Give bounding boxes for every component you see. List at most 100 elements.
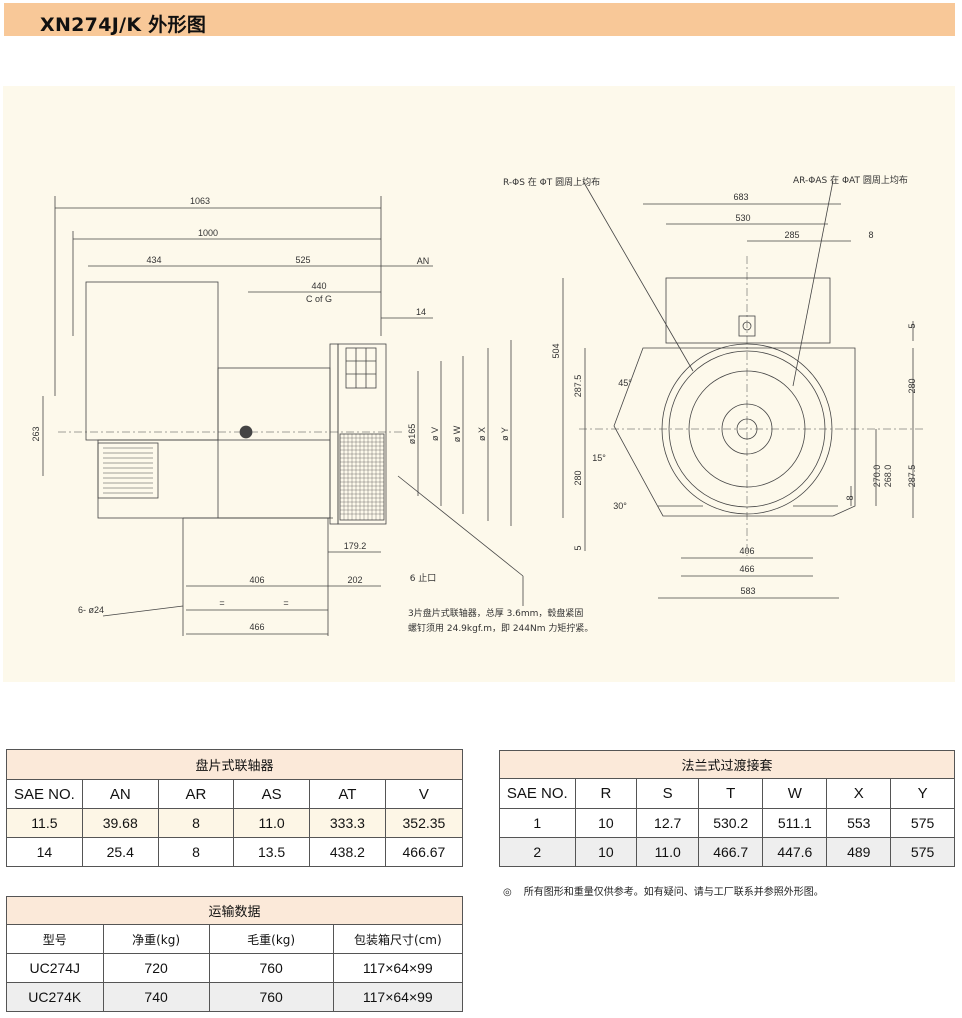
t2-cell: 489 bbox=[826, 837, 892, 867]
t3-header: 型号 bbox=[6, 924, 104, 954]
coupling-note-1: 3片盘片式联轴器，总厚 3.6mm，毂盘紧固 bbox=[408, 607, 583, 619]
dim-179: 179.2 bbox=[344, 541, 367, 551]
t2-cell: 1 bbox=[499, 808, 576, 838]
dim-cog: C of G bbox=[306, 294, 332, 304]
dim-8-top: 8 bbox=[868, 230, 873, 240]
t3-header: 包装箱尺寸(cm) bbox=[332, 924, 464, 954]
t2-cell: 2 bbox=[499, 837, 576, 867]
angle-45: 45° bbox=[618, 378, 632, 388]
dim-w: ø W bbox=[452, 425, 462, 442]
dim-406: 406 bbox=[249, 575, 264, 585]
dim-1063: 1063 bbox=[190, 196, 210, 206]
dim-y: ø Y bbox=[500, 427, 510, 441]
dim-14: 14 bbox=[416, 307, 426, 317]
dim-434: 434 bbox=[146, 255, 161, 265]
t2-cell: 11.0 bbox=[636, 837, 700, 867]
note-mark: ◎ bbox=[503, 887, 512, 898]
t2-cell: 466.7 bbox=[698, 837, 764, 867]
t2-header: S bbox=[636, 778, 700, 809]
flange-caption: 法兰式过渡接套 bbox=[499, 750, 955, 779]
t3-cell: UC274K bbox=[6, 982, 104, 1012]
t1-cell: 14 bbox=[6, 837, 83, 867]
flange-table: 法兰式过渡接套 SAE NO. R S T W X Y 1 10 12.7 53… bbox=[499, 750, 955, 867]
t3-cell: 760 bbox=[208, 982, 334, 1012]
t2-cell: 10 bbox=[574, 837, 638, 867]
t3-cell: 117×64×99 bbox=[332, 953, 464, 983]
dim-440: 440 bbox=[311, 281, 326, 291]
table-row: 2 10 11.0 466.7 447.6 489 575 bbox=[499, 837, 955, 867]
dim-287-left: 287.5 bbox=[573, 375, 583, 398]
coupling-note-2: 螺钉须用 24.9kgf.m，即 244Nm 力矩拧紧。 bbox=[408, 622, 593, 634]
t2-cell: 10 bbox=[574, 808, 638, 838]
dim-530: 530 bbox=[735, 213, 750, 223]
t1-cell: 8 bbox=[157, 837, 235, 867]
dim-525: 525 bbox=[295, 255, 310, 265]
title-bar: XN274J/K 外形图 bbox=[4, 3, 955, 36]
outline-drawing: 1063 1000 434 525 440 C of G AN 14 263 ø… bbox=[3, 86, 955, 682]
t3-cell: 760 bbox=[208, 953, 334, 983]
t2-cell: 575 bbox=[890, 837, 955, 867]
t1-header: AS bbox=[233, 779, 310, 809]
t2-cell: 511.1 bbox=[762, 808, 828, 838]
t1-cell: 466.67 bbox=[384, 837, 464, 867]
shipping-caption: 运输数据 bbox=[6, 896, 463, 925]
coupling-table: 盘片式联轴器 SAE NO. AN AR AS AT V 11.5 39.68 … bbox=[6, 749, 464, 867]
t1-cell: 8 bbox=[157, 808, 235, 838]
t2-header: W bbox=[762, 778, 828, 809]
dim-287-right: 287.5 bbox=[907, 465, 917, 488]
dim-504: 504 bbox=[551, 343, 561, 358]
dim-280-right: 280 bbox=[907, 378, 917, 393]
t1-cell: 11.0 bbox=[233, 808, 310, 838]
table-row: 11.5 39.68 8 11.0 333.3 352.35 bbox=[6, 808, 464, 838]
dim-683: 683 bbox=[733, 192, 748, 202]
coupling-caption: 盘片式联轴器 bbox=[6, 749, 463, 780]
dim-583: 583 bbox=[740, 586, 755, 596]
angle-15: 15° bbox=[592, 453, 606, 463]
t2-header: SAE NO. bbox=[499, 778, 576, 809]
t1-header: AN bbox=[81, 779, 159, 809]
t3-cell: 740 bbox=[102, 982, 210, 1012]
dim-165: ø165 bbox=[407, 424, 417, 445]
dim-1000: 1000 bbox=[198, 228, 218, 238]
t3-cell: UC274J bbox=[6, 953, 104, 983]
dim-268: 268.0 bbox=[883, 465, 893, 488]
dim-270: 270.0 bbox=[872, 465, 882, 488]
note-ar-as-at: AR-ΦAS 在 ΦAT 圆周上均布 bbox=[793, 174, 908, 186]
dim-466-r: 466 bbox=[739, 564, 754, 574]
t1-header: AT bbox=[308, 779, 386, 809]
dim-an: AN bbox=[417, 256, 430, 266]
table-row: UC274J 720 760 117×64×99 bbox=[6, 953, 464, 983]
t3-cell: 117×64×99 bbox=[332, 982, 464, 1012]
table-row: 1 10 12.7 530.2 511.1 553 575 bbox=[499, 808, 955, 838]
dim-466: 466 bbox=[249, 622, 264, 632]
dim-285: 285 bbox=[784, 230, 799, 240]
t2-cell: 12.7 bbox=[636, 808, 700, 838]
dim-x: ø X bbox=[477, 427, 487, 441]
t1-cell: 352.35 bbox=[384, 808, 464, 838]
t1-cell: 13.5 bbox=[233, 837, 310, 867]
dim-v: ø V bbox=[430, 427, 440, 441]
t1-header: V bbox=[384, 779, 464, 809]
dim-spigot: 6 止口 bbox=[410, 572, 437, 584]
t1-header: SAE NO. bbox=[6, 779, 83, 809]
dim-280-left: 280 bbox=[573, 470, 583, 485]
drawing-svg: 1063 1000 434 525 440 C of G AN 14 263 ø… bbox=[31, 174, 925, 636]
dim-5-bottom: 5 bbox=[573, 545, 583, 550]
angle-30: 30° bbox=[613, 501, 627, 511]
t2-header: X bbox=[826, 778, 892, 809]
t2-header: T bbox=[698, 778, 764, 809]
t2-cell: 530.2 bbox=[698, 808, 764, 838]
dim-406-r: 406 bbox=[739, 546, 754, 556]
page-title: XN274J/K 外形图 bbox=[40, 14, 207, 36]
table-row: UC274K 740 760 117×64×99 bbox=[6, 982, 464, 1012]
dim-8-bottom: 8 bbox=[845, 495, 855, 500]
t1-cell: 333.3 bbox=[308, 808, 386, 838]
t2-cell: 553 bbox=[826, 808, 892, 838]
t1-cell: 11.5 bbox=[6, 808, 83, 838]
t1-header: AR bbox=[157, 779, 235, 809]
t1-cell: 438.2 bbox=[308, 837, 386, 867]
dim-5-top: 5 bbox=[907, 323, 917, 328]
t3-header: 毛重(kg) bbox=[208, 924, 334, 954]
disclaimer-note: ◎所有图形和重量仅供参考。如有疑问、请与工厂联系并参照外形图。 bbox=[503, 883, 824, 898]
dim-202: 202 bbox=[347, 575, 362, 585]
